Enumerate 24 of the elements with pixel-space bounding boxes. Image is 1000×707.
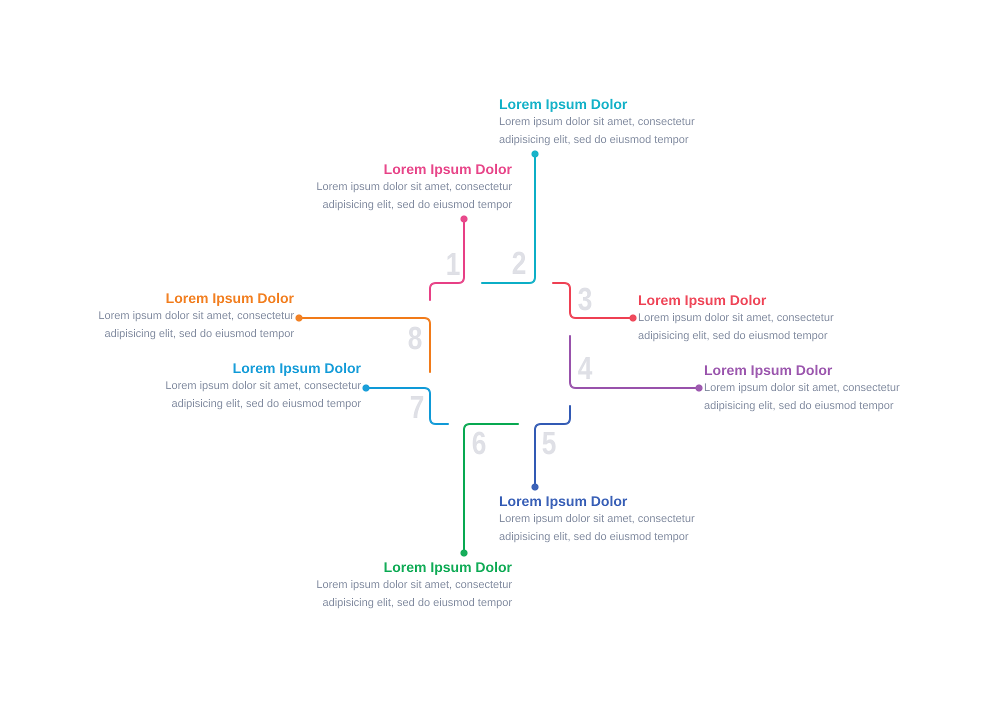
leader-line [552,282,637,322]
step-title: Lorem Ipsum Dolor [638,291,766,309]
leader-line [531,405,571,491]
leader-line [429,215,468,301]
step-description: Lorem ipsum dolor sit amet, consectetur adipisicing elit, sed do eiusmod tempor [315,180,512,213]
leader-line [569,335,703,392]
step-title: Lorem Ipsum Dolor [384,558,512,576]
step-description: Lorem ipsum dolor sit amet, consectetur adipisicing elit, sed do eiusmod tempor [499,512,696,545]
step-title: Lorem Ipsum Dolor [499,95,628,113]
step-description: Lorem ipsum dolor sit amet, consectetur adipisicing elit, sed do eiusmod tempor [499,115,696,148]
step-description: Lorem ipsum dolor sit amet, consectetur adipisicing elit, sed do eiusmod tempor [704,381,901,414]
step-description: Lorem ipsum dolor sit amet, consectetur adipisicing elit, sed do eiusmod tempor [315,578,512,611]
step-title: Lorem Ipsum Dolor [704,361,832,379]
leader-line [295,314,431,373]
step-title: Lorem Ipsum Dolor [166,289,294,307]
step-title: Lorem Ipsum Dolor [232,359,361,377]
step-description: Lorem ipsum dolor sit amet, consectetur adipisicing elit, sed do eiusmod tempor [164,379,361,412]
step-title: Lorem Ipsum Dolor [384,160,512,178]
step-title: Lorem Ipsum Dolor [499,492,628,510]
leader-line [460,423,519,557]
leader-line [362,384,449,425]
step-description: Lorem ipsum dolor sit amet, consectetur adipisicing elit, sed do eiusmod tempor [97,309,294,342]
step-description: Lorem ipsum dolor sit amet, consectetur adipisicing elit, sed do eiusmod tempor [638,311,835,344]
leader-line [481,150,539,284]
